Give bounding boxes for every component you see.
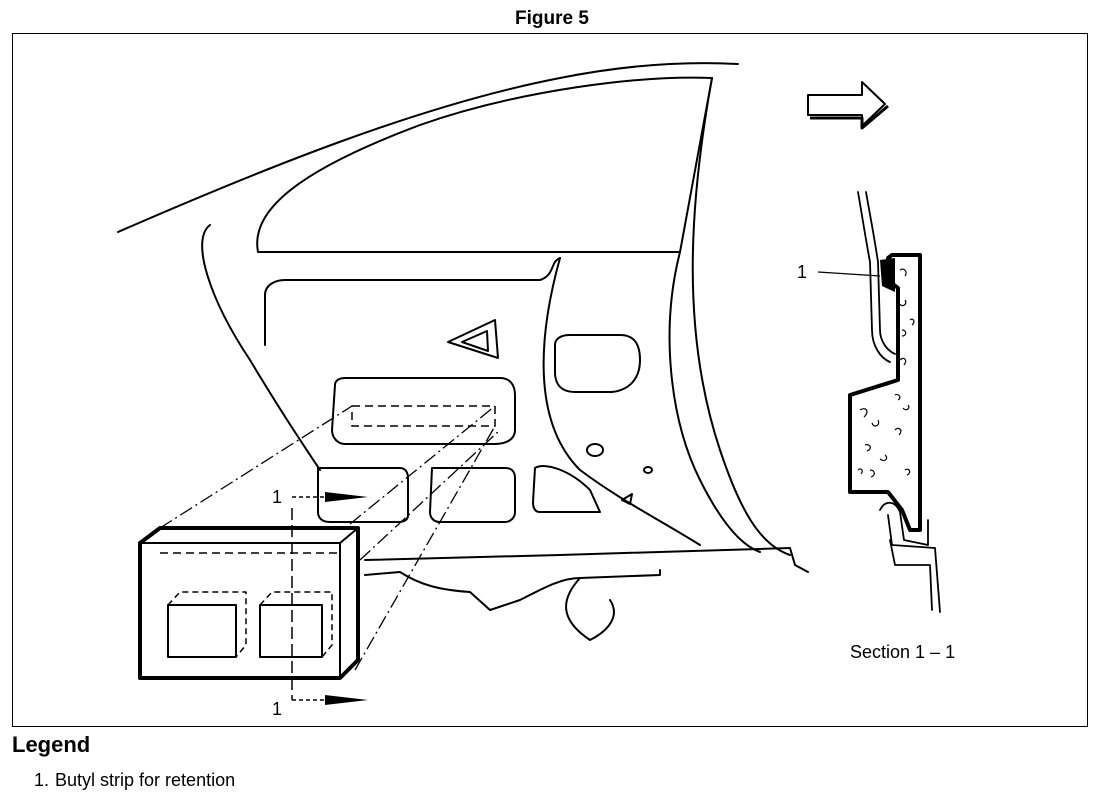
projection-line-2 [349,405,496,525]
inner-panel-top [264,257,561,346]
figure-title: Figure 5 [515,8,589,29]
section-cut-label-bottom: 1 [272,699,282,719]
wheel-arch-hint [565,577,615,641]
section-cut-label-top: 1 [272,487,282,507]
foam-texture [857,268,915,478]
small-hole-1 [586,443,604,457]
sill-lower [364,569,661,611]
roof-inner-line [256,76,713,253]
section-caption: Section 1 – 1 [850,642,955,662]
butyl-strip [880,258,895,292]
compartment-projection [351,405,496,427]
lower-opening-2 [429,467,516,523]
legend-item-text: Butyl strip for retention [55,770,236,790]
section-lower-flange [879,501,941,613]
compartment-pocket-left-top [167,591,247,658]
section-foam-block [848,253,922,532]
small-hole-3 [621,493,633,505]
compartment-pocket-right [259,604,323,658]
compartment-pocket-left [167,604,237,658]
roof-line [117,62,739,233]
section-lower-flange-2 [889,539,933,611]
section-outer-sheet [857,191,891,363]
projection-line-3 [359,429,501,561]
section-outer-sheet-2 [865,191,896,355]
legend-item-number: 1. [34,770,50,790]
callout-number: 1 [797,262,807,282]
callout-leader [817,271,881,277]
pillar-inner [668,251,761,553]
lower-opening-1 [317,467,409,523]
sill-line [364,547,809,573]
projection-line-1 [159,405,353,529]
legend-item: 1.Butyl strip for retention [34,770,235,791]
compartment-box [138,526,360,680]
legend-title: Legend [12,732,91,757]
triangle-hole [447,319,499,359]
small-hole-2 [643,466,653,474]
section-arrow-top-head [325,492,368,502]
section-arrow-bottom-head [325,695,368,705]
quarter-window [257,77,713,253]
figure-frame [12,33,1088,727]
pocket-recess [331,377,516,445]
forward-arrow [807,81,889,130]
body-curve-left [201,224,321,471]
projection-line-4 [354,425,496,671]
compartment-pocket-right-top [259,591,333,658]
lower-opening-3 [532,465,601,513]
inner-panel-right [542,257,701,546]
pillar-outer [691,77,791,556]
triangle-hole-inner [461,330,489,352]
compartment-box-edge [140,527,359,678]
rounded-hole [554,334,641,393]
